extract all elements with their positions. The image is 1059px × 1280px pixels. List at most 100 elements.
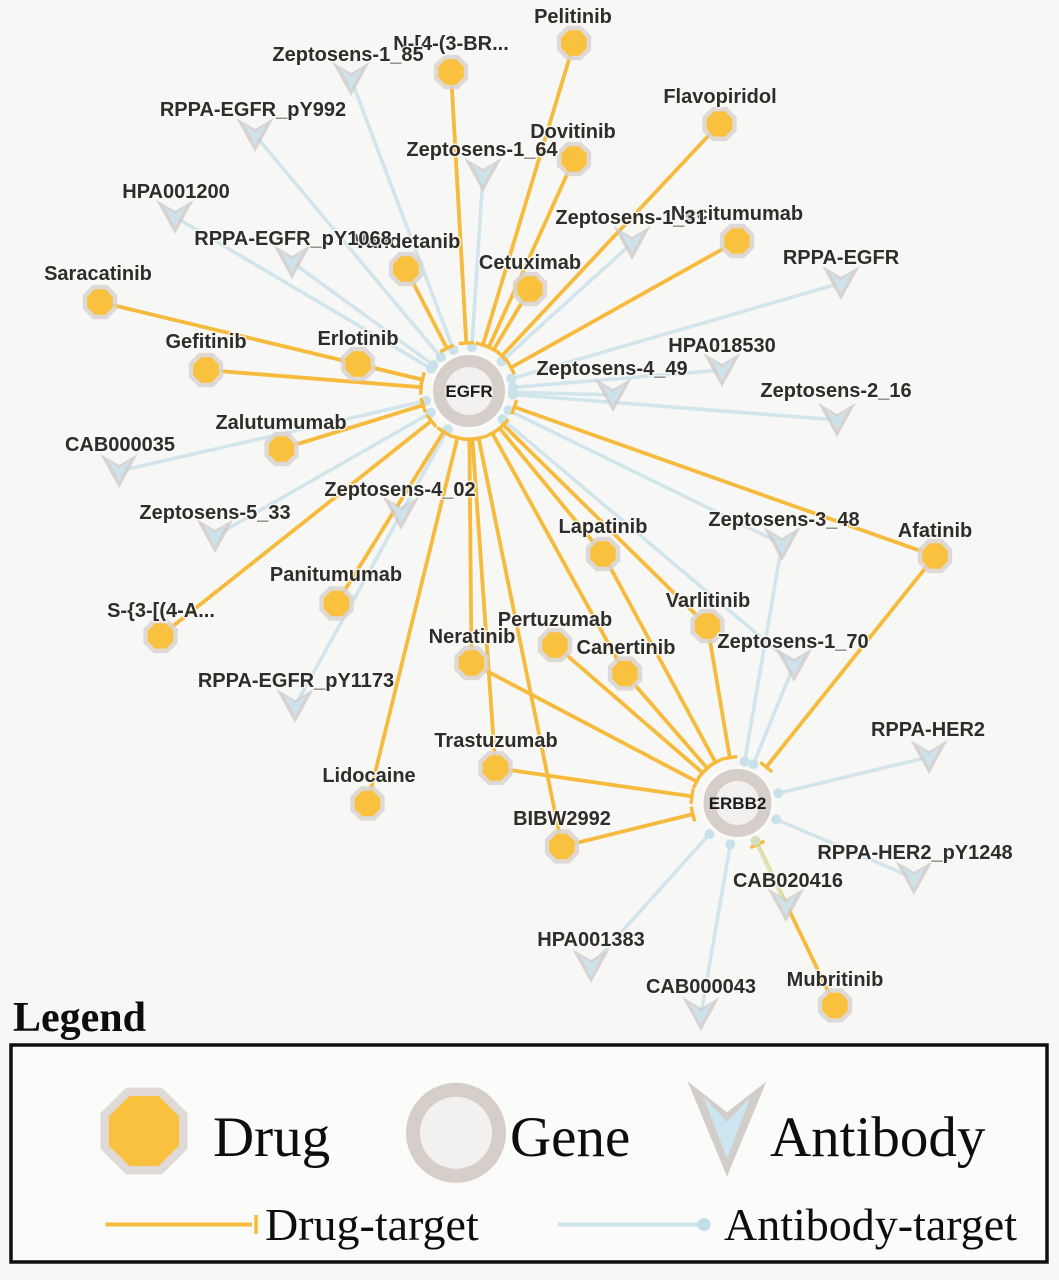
antibody-node-zeptosens-4-49-inner (601, 383, 625, 406)
drug-node-necitumumab[interactable] (724, 228, 750, 254)
antibody-node-rppa-her2-inner (917, 745, 941, 768)
drug-label-trastuzumab: Trastuzumab (434, 730, 557, 752)
edge-egfr-flavopiridol (500, 122, 721, 358)
drug-node-neratinib[interactable] (458, 650, 485, 676)
edge-erbb2-pertuzumab (553, 643, 704, 775)
antibody-node-zeptosens-3-48-inner (770, 532, 794, 555)
drug-node-lidocaine[interactable] (354, 790, 381, 817)
legend-item-antibody: Antibody (687, 1081, 986, 1177)
antibody-label-zeptosens-1-70: Zeptosens-1_70 (717, 631, 868, 653)
drug-label-gefitinib: Gefitinib (165, 331, 246, 353)
edge-erbb2-cab000043-dot (725, 839, 736, 850)
antibody-node-zeptosens-2-16-inner (825, 408, 849, 431)
drug-label-pelitinib: Pelitinib (534, 6, 612, 28)
edge-erbb2-cab020416 (753, 840, 788, 906)
drug-label-flavopiridol: Flavopiridol (663, 86, 776, 108)
edge-egfr-afatinib (513, 405, 936, 558)
legend-drug-target-label: Drug-target (265, 1199, 479, 1250)
drug-shape-icon (100, 1087, 188, 1175)
drug-node-vandetanib[interactable] (393, 256, 419, 282)
antibody-shape-icon-body (703, 1096, 751, 1159)
antibody-label-rppa-egfr-py1068: RPPA-EGFR_pY1068 (194, 228, 391, 250)
antibody-label-rppa-her2-py1248: RPPA-HER2_pY1248 (817, 842, 1012, 864)
antibody-label-zeptosens-4-49: Zeptosens-4_49 (536, 358, 687, 380)
edge-egfr-panitumumab (334, 430, 446, 605)
drug-label-necitumumab: Necitumumab (671, 203, 803, 225)
antibody-label-rppa-her2: RPPA-HER2 (871, 719, 985, 741)
drug-node-flavopiridol[interactable] (706, 111, 733, 137)
edge-erbb2-pertuzumab-tee (696, 765, 709, 780)
drug-shape-icon-body (108, 1095, 180, 1167)
drug-node-gefitinib[interactable] (193, 357, 219, 383)
drug-node-canertinib[interactable] (612, 660, 638, 687)
drug-node-pelitinib[interactable] (561, 30, 587, 56)
drug-node-erlotinib[interactable] (345, 351, 371, 377)
drug-node-pertuzumab[interactable] (542, 632, 568, 658)
drug-node-dovitinib[interactable] (561, 146, 587, 172)
antibody-label-hpa001383: HPA001383 (537, 929, 644, 951)
edge-egfr-zeptosens-4-49 (512, 390, 614, 397)
edge-egfr-rppa-egfr (510, 281, 842, 381)
drug-label-afatinib: Afatinib (898, 520, 972, 542)
drug-node-afatinib[interactable] (922, 543, 948, 569)
legend-antibody-label: Antibody (770, 1106, 986, 1169)
legend-item-drug-target: Drug-target (105, 1199, 479, 1250)
edge-egfr-zeptosens-1-64 (470, 174, 485, 348)
drug-node-mubritinib[interactable] (822, 992, 848, 1019)
edge-erbb2-rppa-her2-py1248-dot (771, 814, 782, 825)
antibody-node-hpa018530-inner (710, 358, 734, 381)
antibody-label-zeptosens-2-16: Zeptosens-2_16 (760, 380, 911, 402)
edge-erbb2-bibw2992 (561, 812, 694, 849)
drug-node-zalutumumab[interactable] (268, 436, 295, 462)
antibody-label-cab020416: CAB020416 (733, 870, 843, 892)
antibody-node-rppa-egfr-py1068-inner (280, 250, 304, 273)
antibody-node-cab000043-inner (689, 1002, 713, 1025)
edge-layer (99, 42, 937, 1015)
drug-label-vandetanib: Vandetanib (354, 231, 461, 253)
antibody-node-cab020416-inner (774, 893, 798, 916)
edge-egfr-necitumumab (509, 239, 738, 370)
drug-node-cetuximab[interactable] (517, 276, 543, 302)
legend-antibody-target-label: Antibody-target (724, 1199, 1017, 1250)
edge-egfr-rppa-egfr-py992 (253, 133, 443, 359)
legend-item-antibody-target: Antibody-target (558, 1199, 1017, 1250)
drug-label-s-3-4-a: S-{3-[(4-A... (107, 600, 215, 622)
edge-egfr-vandetanib-tee (439, 343, 455, 354)
legend-item-drug: Drug (100, 1087, 330, 1175)
edge-egfr-bibw2992-tee (470, 434, 487, 442)
edge-erbb2-hpa001383-dot (704, 829, 715, 840)
drug-node-lapatinib[interactable] (590, 541, 616, 567)
edge-egfr-gefitinib (205, 368, 422, 390)
edge-erbb2-hpa001383 (589, 832, 711, 968)
antibody-label-hpa018530: HPA018530 (668, 335, 775, 357)
antibody-target-edge-icon-dot (697, 1218, 711, 1231)
edge-egfr-zeptosens-2-16 (512, 392, 838, 422)
node-layer (82, 25, 953, 1031)
drug-node-trastuzumab[interactable] (482, 755, 509, 781)
antibody-node-rppa-egfr-py1173-inner (283, 694, 307, 717)
drug-node-bibw2992[interactable] (549, 833, 575, 860)
drug-label-panitumumab: Panitumumab (270, 564, 402, 586)
drug-node-panitumumab[interactable] (323, 590, 350, 617)
drug-label-dovitinib: Dovitinib (530, 121, 616, 143)
edge-erbb2-afatinib (764, 554, 937, 769)
edge-egfr-erlotinib-tee (418, 371, 426, 388)
edge-egfr-hpa018530 (512, 368, 723, 390)
drug-label-bibw2992: BIBW2992 (513, 808, 611, 830)
drug-node-saracatinib[interactable] (87, 289, 113, 315)
antibody-label-zeptosens-1-85: Zeptosens-1_85 (272, 44, 423, 66)
gene-label-erbb2: ERBB2 (709, 794, 767, 813)
drug-node-n-4-3-br[interactable] (438, 59, 464, 85)
drug-node-varlitinib[interactable] (694, 613, 721, 639)
antibody-label-zeptosens-1-31: Zeptosens-1_31 (555, 207, 706, 229)
antibody-node-hpa001200-inner (163, 205, 187, 228)
edge-egfr-s-3-4-a-tee (425, 413, 438, 428)
edge-erbb2-rppa-her2-dot (773, 788, 784, 799)
edge-marker-layer (418, 340, 784, 850)
drug-label-n-4-3-br: N-[4-(3-BR... (393, 33, 509, 55)
antibody-node-rppa-egfr-inner (829, 271, 853, 294)
antibody-label-zeptosens-3-48: Zeptosens-3_48 (708, 509, 859, 531)
drug-label-lapatinib: Lapatinib (559, 516, 648, 538)
drug-node-s-3-4-a[interactable] (147, 623, 174, 649)
